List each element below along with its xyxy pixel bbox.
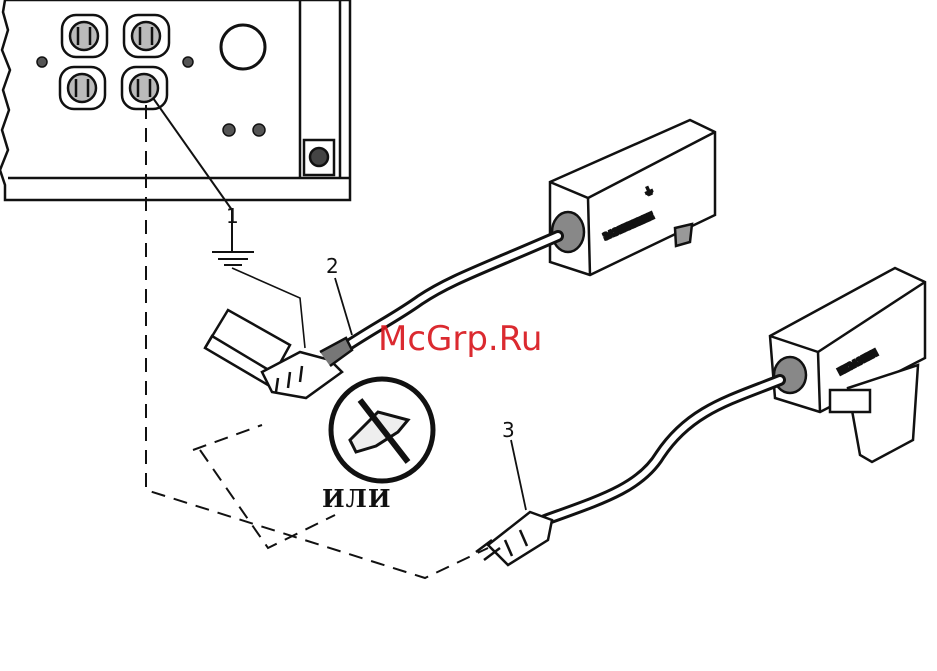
watermark-text: McGrp.Ru xyxy=(378,319,542,359)
appliance-lower: НЕЗАЗЕМЛ xyxy=(770,268,925,462)
two-prong-plug xyxy=(476,512,552,565)
callout-2: 2 xyxy=(326,254,339,278)
power-outlet-bottom-right xyxy=(122,67,167,109)
fuse-holder xyxy=(221,25,265,69)
rear-panel xyxy=(0,0,350,200)
power-outlet-top-right xyxy=(124,15,169,57)
power-outlet-bottom-left xyxy=(60,67,105,109)
power-outlet-top-left xyxy=(62,15,107,57)
appliance-upper: ЗАЗЕМЛЕНИЕ ⏚ xyxy=(550,120,715,275)
or-label: ИЛИ xyxy=(322,484,392,513)
callout-1: 1 xyxy=(226,204,239,228)
prohibited-adapter-icon xyxy=(331,379,433,481)
callout-3: 3 xyxy=(502,418,515,442)
